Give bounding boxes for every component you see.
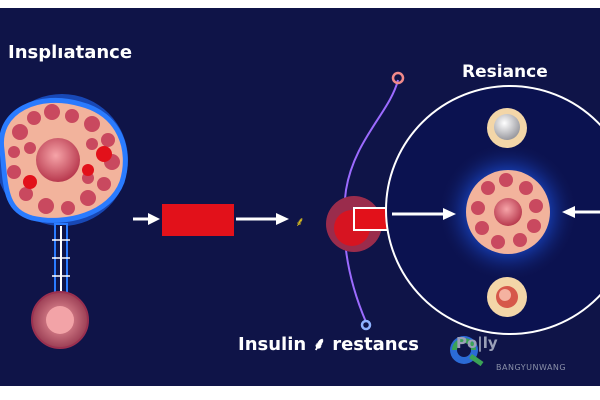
arrow-right-to-core <box>562 206 600 218</box>
watermark-text: BANGYUNWANG <box>496 363 567 372</box>
left-stalk <box>52 223 70 297</box>
left-cell <box>0 94 128 226</box>
red-block <box>162 204 234 236</box>
arrow-receptor-to-core <box>392 208 456 220</box>
left-cell-red-spots <box>23 146 112 189</box>
label-top-left: Insplıatance <box>8 42 133 63</box>
label-bottom-center: Insulin ⸙ restancs <box>238 334 419 355</box>
watermark-logo-icon <box>450 336 484 367</box>
ligand-bottom-ring-icon <box>360 319 372 331</box>
label-bottom-right-partial: Po|ly <box>456 334 498 352</box>
arrow-left-to-block <box>133 213 160 225</box>
left-cell-organelles <box>7 104 120 215</box>
right-cell-nucleus <box>494 198 522 226</box>
label-top-right: Resiance <box>462 62 548 82</box>
bottom-left-pod <box>31 291 89 349</box>
ligand-line <box>343 71 405 331</box>
ligand-top-ring-icon <box>391 71 405 85</box>
left-cell-nucleus <box>36 138 80 182</box>
right-cell-organelles <box>471 173 543 249</box>
yellow-marker-icon: ⸙ <box>295 215 305 230</box>
receptor <box>326 196 393 252</box>
arrow-block-to-receptor <box>236 213 289 225</box>
right-cell <box>385 85 600 335</box>
